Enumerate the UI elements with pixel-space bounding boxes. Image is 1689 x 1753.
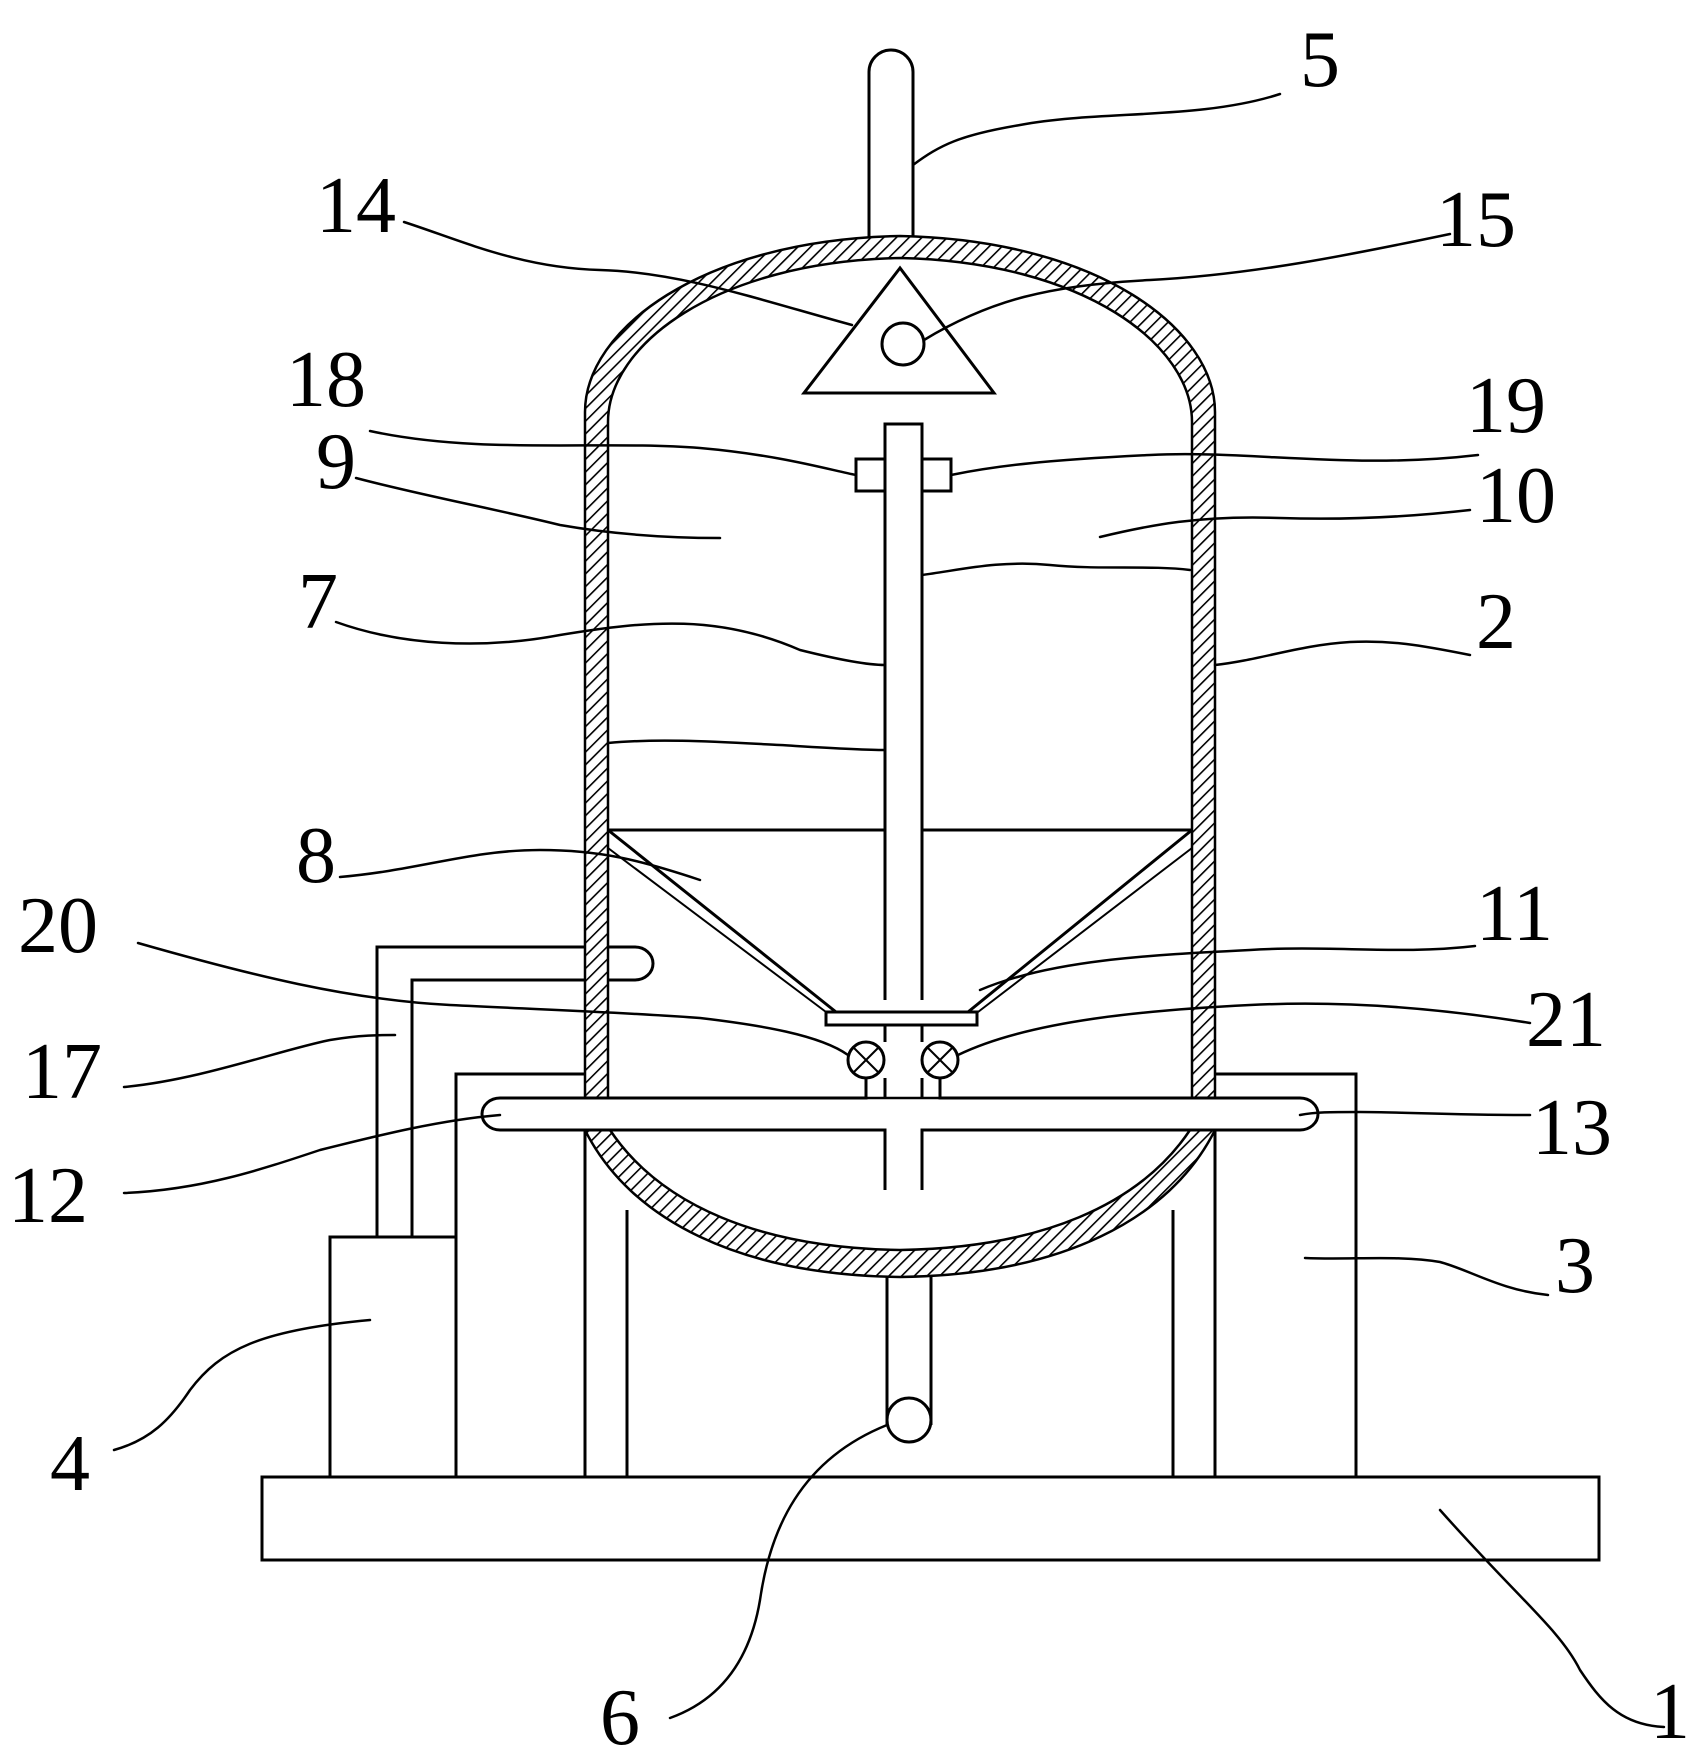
- label-19: 19: [1466, 362, 1546, 450]
- valve-left: [846, 1040, 886, 1080]
- valve-right: [920, 1040, 960, 1080]
- distribution-pipe: [480, 1078, 1320, 1190]
- motor-triangle: [800, 265, 998, 395]
- label-10: 10: [1476, 452, 1556, 540]
- label-18: 18: [286, 336, 366, 424]
- tank-shell: [583, 234, 1217, 1100]
- label-20: 20: [18, 882, 98, 970]
- label-9: 9: [316, 418, 356, 506]
- label-7: 7: [298, 558, 338, 646]
- pump-pipe: [375, 945, 655, 1237]
- leader-lines: [112, 92, 1666, 1729]
- label-12: 12: [8, 1152, 88, 1240]
- label-4: 4: [50, 1420, 90, 1508]
- support-frame: [454, 1072, 1358, 1477]
- label-15: 15: [1436, 176, 1516, 264]
- pump-box: [328, 1235, 458, 1479]
- tank-bottom: [582, 1128, 1218, 1279]
- motor-shaft-circle: [880, 321, 926, 367]
- base-plate: [260, 1475, 1601, 1562]
- label-21: 21: [1526, 976, 1606, 1064]
- inlet-pipe: [867, 48, 915, 237]
- label-13: 13: [1532, 1084, 1612, 1172]
- label-6: 6: [600, 1674, 640, 1753]
- label-1: 1: [1650, 1668, 1689, 1753]
- label-14: 14: [316, 162, 396, 250]
- label-11: 11: [1476, 870, 1553, 958]
- label-8: 8: [296, 812, 336, 900]
- outlet-pipe: [885, 1277, 933, 1444]
- label-5: 5: [1300, 16, 1340, 104]
- label-17: 17: [22, 1028, 102, 1116]
- central-shaft: [854, 422, 953, 1000]
- filter-cone: [607, 828, 1193, 1027]
- label-2: 2: [1476, 578, 1516, 666]
- label-3: 3: [1555, 1222, 1595, 1310]
